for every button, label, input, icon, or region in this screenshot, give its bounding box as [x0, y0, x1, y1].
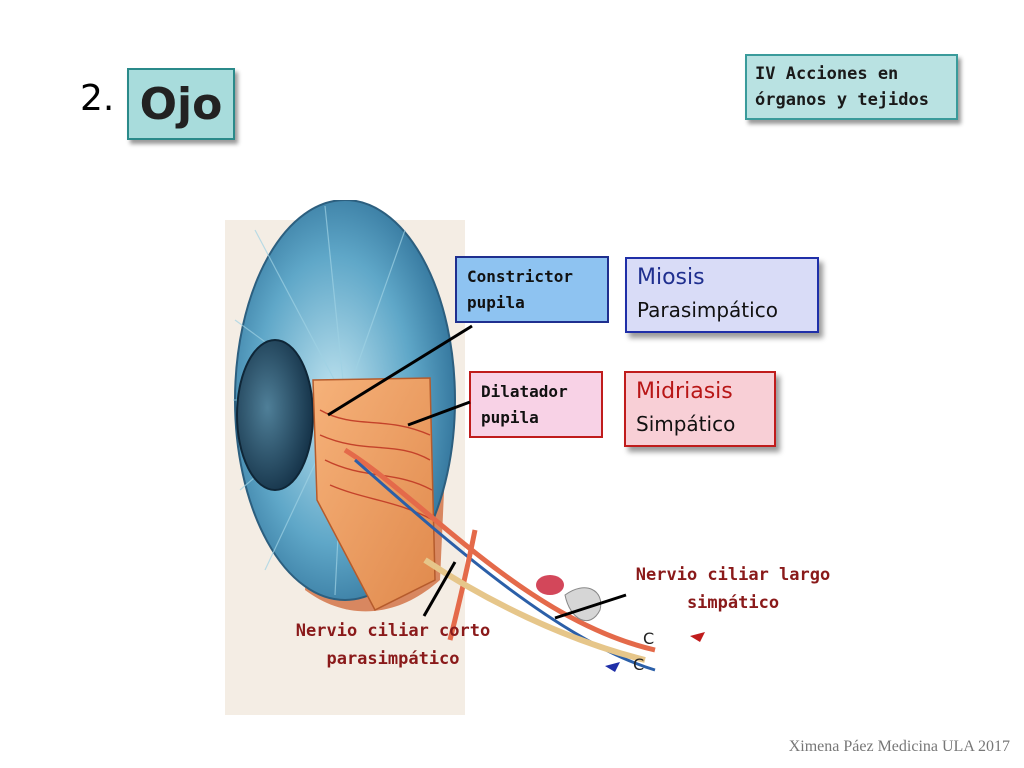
nerve-marker-top: C — [643, 629, 654, 648]
midriasis-name: Midriasis — [636, 379, 733, 404]
label-nervio-ciliar-corto: Nervio ciliar corto parasimpático — [283, 617, 503, 673]
slide-number: 2. — [80, 78, 115, 119]
midriasis-system: Simpático — [636, 412, 736, 436]
ganglion — [536, 575, 564, 595]
credit-footer: Ximena Páez Medicina ULA 2017 — [788, 738, 1010, 755]
leader-nervio-largo — [554, 593, 627, 620]
label-nervio-ciliar-largo: Nervio ciliar largo simpático — [628, 561, 838, 617]
miosis-system: Parasimpático — [637, 298, 778, 322]
section-box: IV Acciones en órganos y tejidos — [745, 54, 958, 120]
slide-title: Ojo — [139, 78, 223, 130]
arrow-sympathetic — [690, 632, 705, 642]
muscle-cutaway — [312, 377, 436, 611]
effect-miosis: Miosis Parasimpático — [625, 257, 819, 333]
label-constrictor-pupila: Constrictor pupila — [455, 256, 609, 323]
label-dilatador-pupila: Dilatador pupila — [469, 371, 603, 438]
title-box: Ojo — [127, 68, 235, 140]
pupil — [236, 339, 314, 491]
nerve-marker-bottom: C — [633, 655, 644, 674]
dilatador-line-1: Dilatador — [481, 382, 568, 401]
section-line-2: órganos y tejidos — [755, 90, 929, 110]
nervio-largo-line-1: Nervio ciliar largo — [635, 565, 831, 585]
eye-illustration: C C — [225, 200, 705, 715]
arrow-parasympathetic — [605, 662, 620, 672]
nervio-corto-line-2: parasimpático — [326, 649, 460, 669]
leader-dilatador — [407, 400, 471, 427]
constrictor-line-1: Constrictor — [467, 267, 573, 286]
nervio-corto-line-1: Nervio ciliar corto — [295, 621, 491, 641]
nervio-largo-line-2: simpático — [686, 593, 780, 613]
miosis-name: Miosis — [637, 265, 705, 290]
leader-nervio-corto — [422, 561, 457, 617]
constrictor-line-2: pupila — [467, 293, 525, 312]
effect-midriasis: Midriasis Simpático — [624, 371, 776, 447]
leader-constrictor — [327, 324, 473, 417]
section-line-1: IV Acciones en — [755, 64, 899, 84]
dilatador-line-2: pupila — [481, 408, 539, 427]
